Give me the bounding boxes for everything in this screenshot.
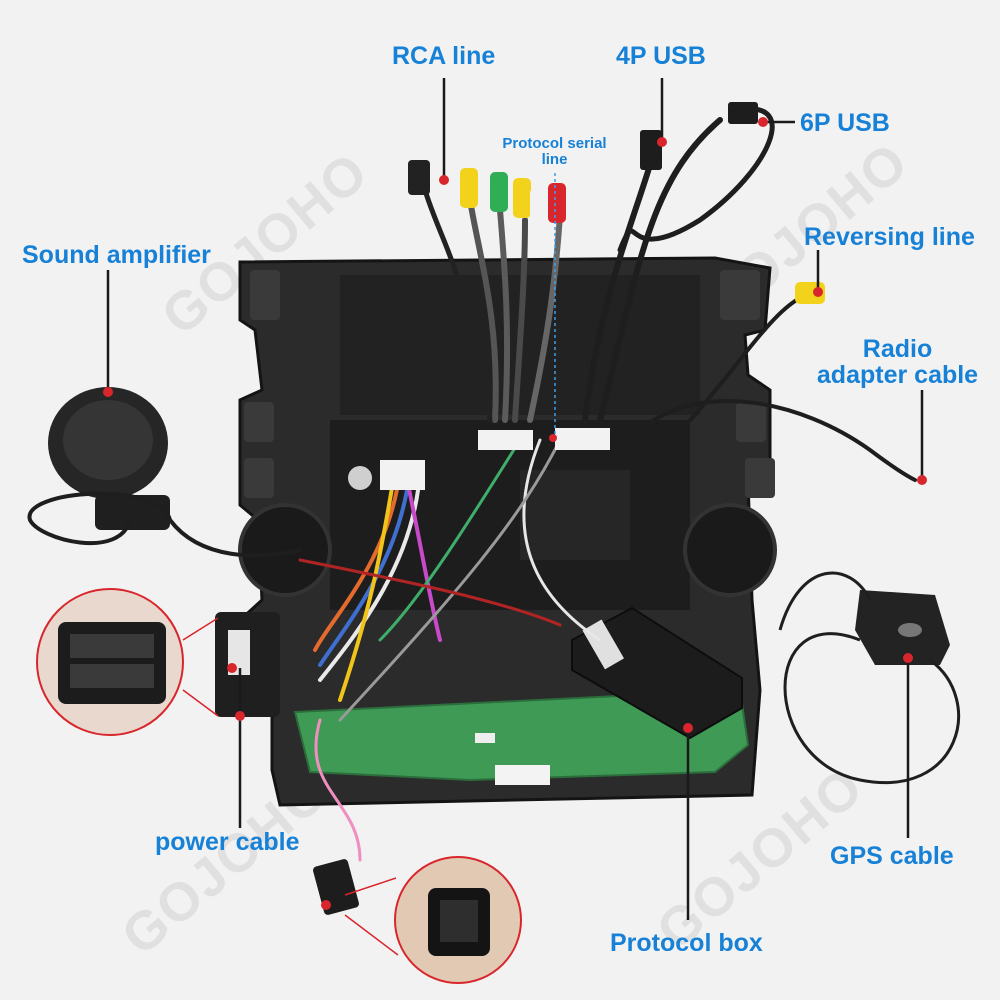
- label-rca-line: RCA line: [392, 42, 496, 70]
- speaker-device: [48, 387, 170, 530]
- label-power-cable: power cable: [155, 828, 300, 856]
- label-4p-usb: 4P USB: [616, 42, 706, 70]
- head-unit-frame: [238, 256, 777, 807]
- label-protocol-serial-line-2: line: [541, 150, 568, 168]
- gps-antenna-device: [778, 571, 961, 784]
- label-sound-amplifier: Sound amplifier: [22, 241, 211, 269]
- label-protocol-serial-line-1: Protocol serial: [502, 135, 607, 152]
- bottom-connector-closeup: [344, 856, 522, 984]
- protocol-box-device: [571, 606, 743, 740]
- label-protocol-serial-line: Protocol serial line: [487, 136, 622, 168]
- cables: [27, 102, 917, 915]
- callout-lines: [106, 78, 924, 920]
- label-radio-adapter-1: Radio: [862, 335, 933, 363]
- label-6p-usb: 6P USB: [800, 109, 890, 137]
- callout-dots: [103, 117, 927, 910]
- label-radio-adapter-cable: Radio adapter cable: [800, 336, 995, 389]
- power-connector-device: [215, 612, 314, 717]
- label-protocol-box: Protocol box: [610, 929, 763, 957]
- label-reversing-line: Reversing line: [804, 223, 975, 251]
- label-gps-cable: GPS cable: [830, 842, 954, 870]
- label-radio-adapter-2: adapter cable: [816, 361, 979, 390]
- power-connector-closeup: [36, 588, 219, 736]
